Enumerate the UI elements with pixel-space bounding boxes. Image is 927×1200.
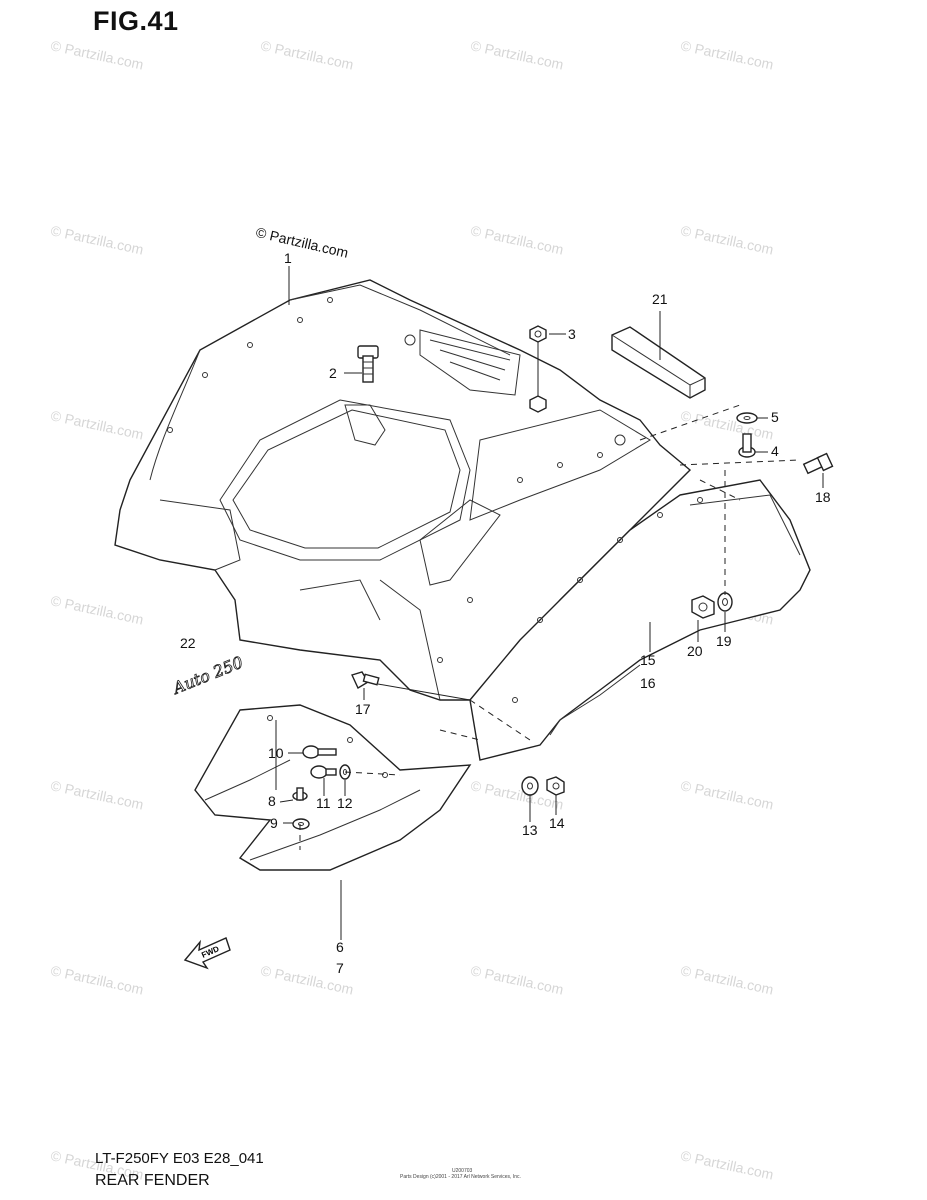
- callout-17[interactable]: 17: [355, 701, 371, 717]
- nut-3-lower-icon[interactable]: [529, 395, 547, 413]
- callout-14[interactable]: 14: [549, 815, 565, 831]
- watermark: © Partzilla.com: [679, 407, 775, 442]
- nut-20-icon[interactable]: [691, 595, 715, 619]
- callout-10[interactable]: 10: [268, 745, 284, 761]
- watermark: © Partzilla.com: [469, 37, 565, 72]
- strip-part[interactable]: [611, 326, 706, 399]
- callout-4[interactable]: 4: [771, 443, 779, 459]
- bolt-10-icon[interactable]: [302, 745, 337, 759]
- callout-2[interactable]: 2: [329, 365, 337, 381]
- bolt-4-icon[interactable]: [738, 433, 756, 458]
- washer-9-icon[interactable]: [292, 818, 310, 830]
- watermark: © Partzilla.com: [49, 222, 145, 257]
- forward-arrow-icon: FWD: [183, 937, 231, 970]
- watermark: © Partzilla.com: [49, 37, 145, 72]
- nut-3-icon[interactable]: [529, 325, 547, 343]
- bolt-11-icon[interactable]: [310, 765, 337, 779]
- watermark: © Partzilla.com: [679, 222, 775, 257]
- callout-19[interactable]: 19: [716, 633, 732, 649]
- callout-12[interactable]: 12: [337, 795, 353, 811]
- callout-7[interactable]: 7: [336, 960, 344, 976]
- callout-20[interactable]: 20: [687, 643, 703, 659]
- watermark: © Partzilla.com: [49, 962, 145, 997]
- mud-guard-part[interactable]: [194, 704, 472, 871]
- callout-6[interactable]: 6: [336, 939, 344, 955]
- bolt-8-icon[interactable]: [292, 787, 308, 801]
- figure-label: FIG.41: [93, 6, 179, 36]
- watermark: © Partzilla.com: [679, 37, 775, 72]
- watermark: © Partzilla.com: [49, 777, 145, 812]
- callout-9[interactable]: 9: [270, 815, 278, 831]
- section-name: REAR FENDER: [95, 1172, 210, 1189]
- callout-3[interactable]: 3: [568, 326, 576, 342]
- callout-11[interactable]: 11: [316, 795, 331, 811]
- callout-22[interactable]: 22: [180, 635, 196, 651]
- callout-15[interactable]: 15: [640, 652, 656, 668]
- emblem-part: Auto 250: [168, 652, 246, 699]
- washer-5-icon[interactable]: [736, 412, 758, 424]
- callout-1[interactable]: 1: [284, 250, 292, 266]
- fine-print-code: U200703: [452, 1168, 473, 1174]
- callout-labels: 1 2 3 4 5 6 7 8 9 10 11 12 13 14 15 16 1…: [180, 250, 831, 976]
- watermark: © Partzilla.com: [679, 962, 775, 997]
- emblem-text: Auto 250: [169, 653, 246, 699]
- watermark: © Partzilla.com: [679, 777, 775, 812]
- leader-lines: [275, 266, 824, 940]
- bolt-18-icon[interactable]: [802, 452, 834, 475]
- model-code: LT-F250FY E03 E28_041: [95, 1150, 264, 1167]
- callout-5[interactable]: 5: [771, 409, 779, 425]
- washer-13-icon[interactable]: [521, 776, 539, 796]
- bolt-2-icon[interactable]: [357, 345, 379, 383]
- callout-18[interactable]: 18: [815, 489, 831, 505]
- nut-14-icon[interactable]: [546, 776, 565, 796]
- fine-print: Parts Design (c)2001 - 2017 Arl Network …: [400, 1174, 521, 1180]
- watermark: © Partzilla.com: [49, 407, 145, 442]
- watermark: © Partzilla.com: [49, 592, 145, 627]
- callout-13[interactable]: 13: [522, 822, 538, 838]
- callout-21[interactable]: 21: [652, 291, 668, 307]
- watermark: © Partzilla.com: [679, 1147, 775, 1182]
- bolt-17-icon[interactable]: [351, 671, 380, 690]
- callout-8[interactable]: 8: [268, 793, 276, 809]
- watermark: © Partzilla.com: [469, 222, 565, 257]
- watermark: © Partzilla.com: [469, 962, 565, 997]
- washer-19-icon[interactable]: [717, 592, 733, 612]
- callout-16[interactable]: 16: [640, 675, 656, 691]
- watermark: © Partzilla.com: [259, 37, 355, 72]
